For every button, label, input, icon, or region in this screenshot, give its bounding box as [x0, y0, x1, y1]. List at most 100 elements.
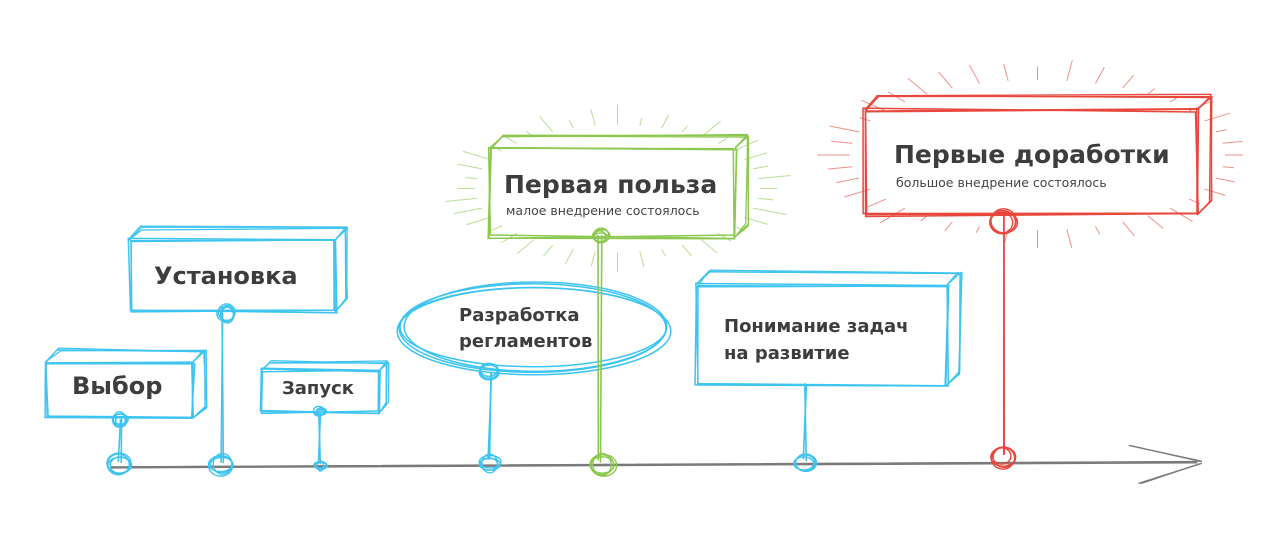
- axis-node-zapusk: [314, 461, 328, 470]
- glow-rays-pervaya-polza: [465, 177, 477, 180]
- glow-rays-pervaya-polza: [758, 197, 774, 201]
- box-pervye-dorabotki: [864, 108, 1198, 218]
- timeline-axis: [111, 461, 1198, 468]
- stem-pervaya-polza: [599, 235, 603, 463]
- axis-node-ponimanie: [794, 453, 818, 473]
- milestone-pervye-dorabotki-subtitle: большое внедрение состоялось: [896, 175, 1107, 190]
- glow-rays-pervye-dorabotki: [1169, 207, 1193, 222]
- box-pervaya-polza-depth: [491, 133, 750, 238]
- glow-rays-pervye-dorabotki: [907, 77, 928, 95]
- glow-rays-pervye-dorabotki: [1122, 74, 1135, 89]
- milestone-vybor: Выбор: [72, 372, 163, 400]
- timeline-axis: [110, 462, 1198, 469]
- knot-vybor: [114, 415, 128, 427]
- glow-rays-pervaya-polza: [516, 239, 535, 255]
- glow-rays-pervaya-polza: [752, 207, 787, 216]
- knot-pervaya-polza: [592, 228, 611, 243]
- stem-ustanovka: [221, 311, 225, 464]
- axis-node-reglamenty: [478, 454, 502, 469]
- glow-rays-pervaya-polza: [506, 137, 517, 145]
- glow-rays-pervye-dorabotki: [828, 166, 853, 170]
- glow-rays-pervaya-polza: [539, 116, 554, 133]
- milestone-pervaya-polza-subtitle: малое внедрение состоялось: [506, 203, 700, 218]
- glow-rays-pervaya-polza: [590, 108, 596, 126]
- box-vybor-depth: [45, 347, 206, 419]
- glow-rays-pervye-dorabotki: [1222, 166, 1235, 169]
- glow-rays-pervye-dorabotki: [1122, 221, 1135, 237]
- glow-rays-pervaya-polza: [700, 239, 718, 254]
- milestone-zapusk: Запуск: [282, 378, 354, 399]
- stem-reglamenty: [487, 371, 493, 460]
- milestone-pervaya-polza: Первая польза: [504, 170, 718, 199]
- knot-ustanovka: [217, 303, 236, 322]
- knot-vybor: [111, 413, 129, 425]
- axis-node-ponimanie: [793, 456, 815, 471]
- glow-rays-pervye-dorabotki: [969, 64, 980, 84]
- knot-zapusk: [314, 409, 327, 416]
- glow-rays-pervye-dorabotki: [1095, 66, 1105, 84]
- milestone-ponimanie-line2: на развитие: [724, 343, 850, 364]
- glow-rays-pervaya-polza: [568, 119, 574, 129]
- glow-rays-pervye-dorabotki: [975, 226, 980, 234]
- knot-vybor: [112, 410, 127, 428]
- ellipse-reglamenty: [398, 283, 667, 374]
- milestone-pervye-dorabotki: Первые доработки: [894, 140, 1170, 169]
- glow-rays-pervaya-polza: [491, 225, 503, 231]
- knot-reglamenty: [480, 362, 498, 378]
- glow-rays-pervye-dorabotki: [1095, 226, 1101, 235]
- glow-rays-pervaya-polza: [681, 125, 688, 133]
- box-ustanovka: [130, 238, 337, 313]
- glow-rays-pervye-dorabotki: [1066, 60, 1073, 82]
- knot-pervaya-polza: [593, 230, 607, 244]
- glow-rays-pervye-dorabotki: [1215, 177, 1235, 183]
- glow-rays-pervye-dorabotki: [1215, 129, 1227, 133]
- glow-rays-pervye-dorabotki: [831, 140, 853, 144]
- glow-rays-pervaya-polza: [661, 248, 666, 257]
- axis-node-pervaya-polza: [589, 456, 615, 474]
- milestone-reglamenty-line2: регламентов: [459, 331, 593, 352]
- box-vybor: [45, 362, 196, 419]
- box-ponimanie-depth: [698, 271, 962, 386]
- axis-node-pervaya-polza: [592, 452, 612, 477]
- stem-zapusk: [317, 412, 322, 464]
- glow-rays-pervaya-polza: [445, 197, 477, 202]
- box-ustanovka-depth: [128, 227, 349, 313]
- glow-rays-pervaya-polza: [466, 216, 491, 226]
- glow-rays-pervaya-polza: [752, 165, 769, 170]
- knot-zapusk: [312, 405, 325, 417]
- glow-rays-pervaya-polza: [758, 175, 791, 180]
- glow-rays-pervaya-polza: [542, 244, 554, 257]
- glow-rays-pervye-dorabotki: [1066, 228, 1073, 249]
- knot-pervye-dorabotki: [989, 211, 1019, 234]
- glow-rays-pervaya-polza: [681, 244, 693, 257]
- ellipse-reglamenty: [396, 286, 672, 376]
- box-pervaya-polza: [487, 147, 738, 240]
- stem-ponimanie: [803, 382, 808, 462]
- box-pervye-dorabotki-depth: [864, 94, 1213, 216]
- glow-rays-pervye-dorabotki: [1147, 88, 1156, 95]
- glow-rays-pervaya-polza: [639, 251, 645, 268]
- glow-rays-pervaya-polza: [639, 117, 643, 126]
- glow-rays-pervye-dorabotki: [879, 207, 906, 224]
- axis-node-reglamenty: [481, 453, 499, 474]
- glow-rays-pervye-dorabotki: [865, 198, 887, 209]
- milestone-reglamenty-line1: Разработка: [459, 305, 580, 326]
- milestone-ustanovka: Установка: [154, 262, 298, 290]
- glow-rays-pervye-dorabotki: [944, 221, 953, 232]
- axis-node-zapusk: [316, 460, 325, 472]
- glow-rays-pervye-dorabotki: [1147, 215, 1164, 229]
- glow-rays-pervaya-polza: [453, 207, 483, 215]
- glow-rays-pervye-dorabotki: [861, 99, 887, 112]
- ellipse-reglamenty: [403, 281, 668, 373]
- glow-rays-pervaya-polza: [661, 114, 670, 129]
- glow-rays-pervaya-polza: [462, 150, 491, 161]
- axis-arrowhead: [1140, 463, 1200, 485]
- knot-ustanovka: [219, 304, 235, 324]
- glow-rays-pervye-dorabotki: [938, 71, 953, 89]
- glow-rays-pervaya-polza: [590, 251, 596, 267]
- box-ponimanie: [694, 285, 950, 387]
- axis-node-reglamenty: [478, 457, 501, 471]
- glow-rays-pervye-dorabotki: [1003, 63, 1009, 82]
